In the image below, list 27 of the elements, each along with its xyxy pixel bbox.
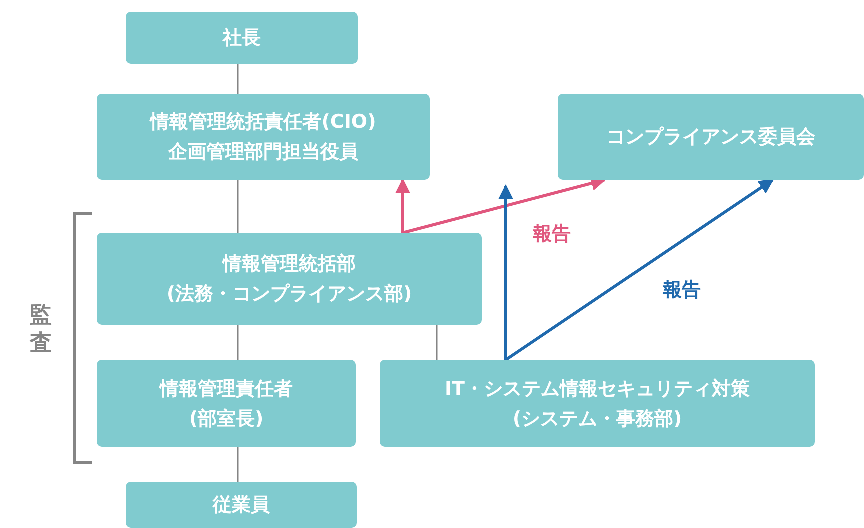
connector-line: [436, 325, 438, 360]
box-text: 従業員: [213, 493, 270, 518]
arrow: [498, 184, 514, 360]
org-box: [380, 360, 815, 447]
box-text: (システム・事務部): [512, 406, 682, 432]
box-text: 社長: [223, 26, 261, 51]
box-text: (部室長): [189, 406, 264, 432]
arrow: [396, 178, 410, 233]
box-text: (法務・コンプライアンス部): [166, 282, 412, 307]
org-box: [126, 482, 357, 528]
box-text: 企画管理部門担当役員: [168, 140, 358, 165]
arrow: [505, 178, 774, 362]
box-text: 情報管理責任者: [160, 376, 293, 402]
box-text: 情報管理統括部: [223, 252, 356, 277]
org-box: [97, 94, 430, 180]
box-text: IT・システム情報セキュリティ対策: [444, 376, 750, 402]
box-text: コンプライアンス委員会: [606, 125, 816, 150]
org-box: [97, 360, 356, 447]
connector-line: [237, 447, 239, 482]
box-text: 情報管理統括責任者(CIO): [150, 110, 376, 135]
connector-line: [237, 180, 239, 233]
connector-line: [237, 325, 239, 360]
org-box: [126, 12, 358, 64]
org-box: [97, 233, 482, 325]
side-label: 監査: [30, 302, 53, 358]
connector-line: [237, 64, 239, 94]
org-box: [558, 94, 864, 180]
